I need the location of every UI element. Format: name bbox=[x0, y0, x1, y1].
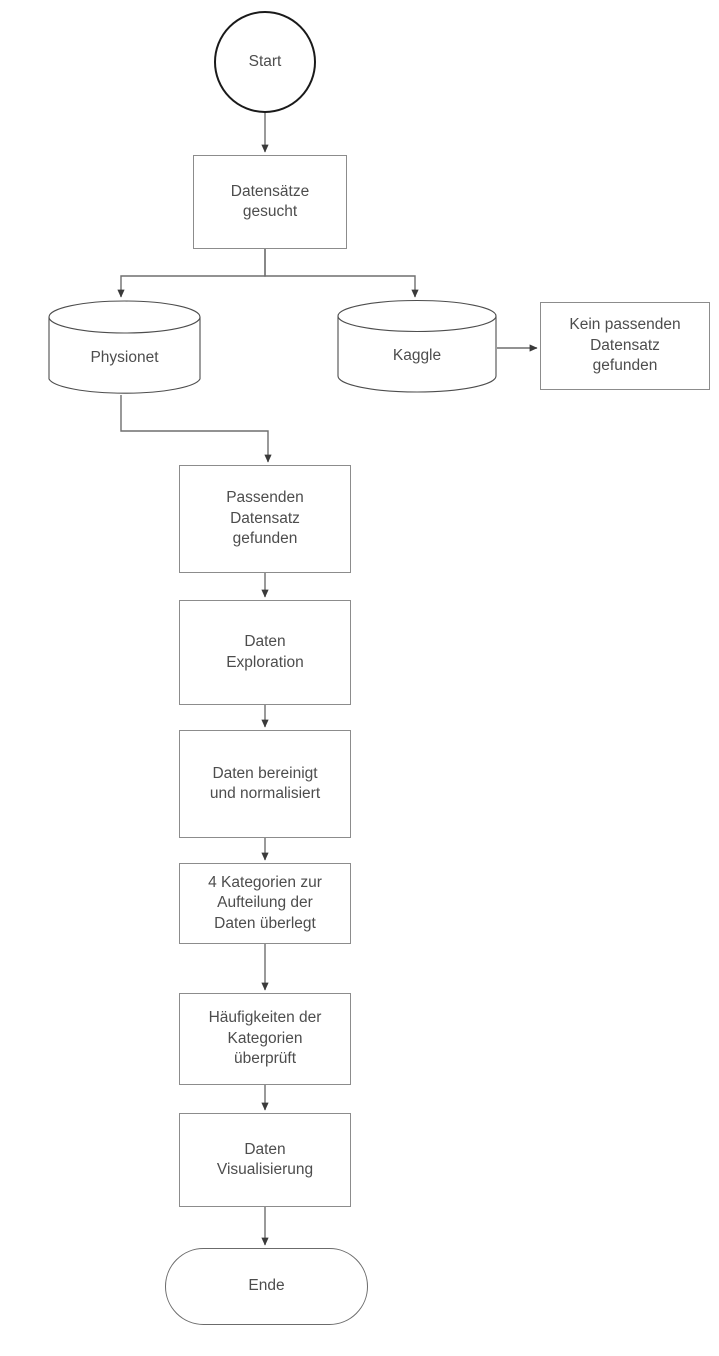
node-daten-bereinigt[interactable]: Daten bereinigt und normalisiert bbox=[179, 730, 351, 838]
node-kaggle[interactable]: Kaggle bbox=[337, 299, 497, 393]
node-kein-passender-datensatz-label: Kein passenden Datensatz gefunden bbox=[569, 316, 681, 375]
cylinder-icon bbox=[337, 299, 497, 393]
cylinder-icon bbox=[48, 300, 201, 394]
edge-datensaetze-to-physionet bbox=[117, 249, 266, 298]
node-daten-visualisierung[interactable]: Daten Visualisierung bbox=[179, 1113, 351, 1207]
node-start-label: Start bbox=[248, 52, 282, 70]
node-daten-exploration-label: Daten Exploration bbox=[226, 633, 304, 671]
node-kategorien-ueberlegt[interactable]: 4 Kategorien zur Aufteilung der Daten üb… bbox=[179, 863, 351, 944]
node-ende[interactable]: Ende bbox=[165, 1248, 368, 1325]
node-passender-datensatz[interactable]: Passenden Datensatz gefunden bbox=[179, 465, 351, 573]
node-daten-bereinigt-label: Daten bereinigt und normalisiert bbox=[209, 764, 321, 802]
node-kein-passender-datensatz[interactable]: Kein passenden Datensatz gefunden bbox=[540, 302, 710, 390]
node-haeufigkeiten-label: Häufigkeiten der Kategorien überprüft bbox=[208, 1009, 322, 1068]
node-ende-label: Ende bbox=[248, 1277, 285, 1295]
node-physionet[interactable]: Physionet bbox=[48, 300, 201, 396]
node-start[interactable]: Start bbox=[214, 11, 316, 113]
node-datensaetze-gesucht-label: Datensätze gesucht bbox=[230, 182, 310, 220]
node-physionet-label: Physionet bbox=[90, 349, 159, 366]
node-daten-visualisierung-label: Daten Visualisierung bbox=[216, 1140, 314, 1178]
node-haeufigkeiten[interactable]: Häufigkeiten der Kategorien überprüft bbox=[179, 993, 351, 1085]
node-kaggle-label: Kaggle bbox=[392, 347, 442, 364]
node-datensaetze-gesucht[interactable]: Datensätze gesucht bbox=[193, 155, 347, 249]
edge-physionet-to-passender bbox=[120, 395, 272, 463]
node-daten-exploration[interactable]: Daten Exploration bbox=[179, 600, 351, 705]
node-kategorien-ueberlegt-label: 4 Kategorien zur Aufteilung der Daten üb… bbox=[208, 873, 322, 932]
edge-datensaetze-to-kaggle bbox=[264, 249, 419, 298]
node-passender-datensatz-label: Passenden Datensatz gefunden bbox=[226, 489, 304, 548]
